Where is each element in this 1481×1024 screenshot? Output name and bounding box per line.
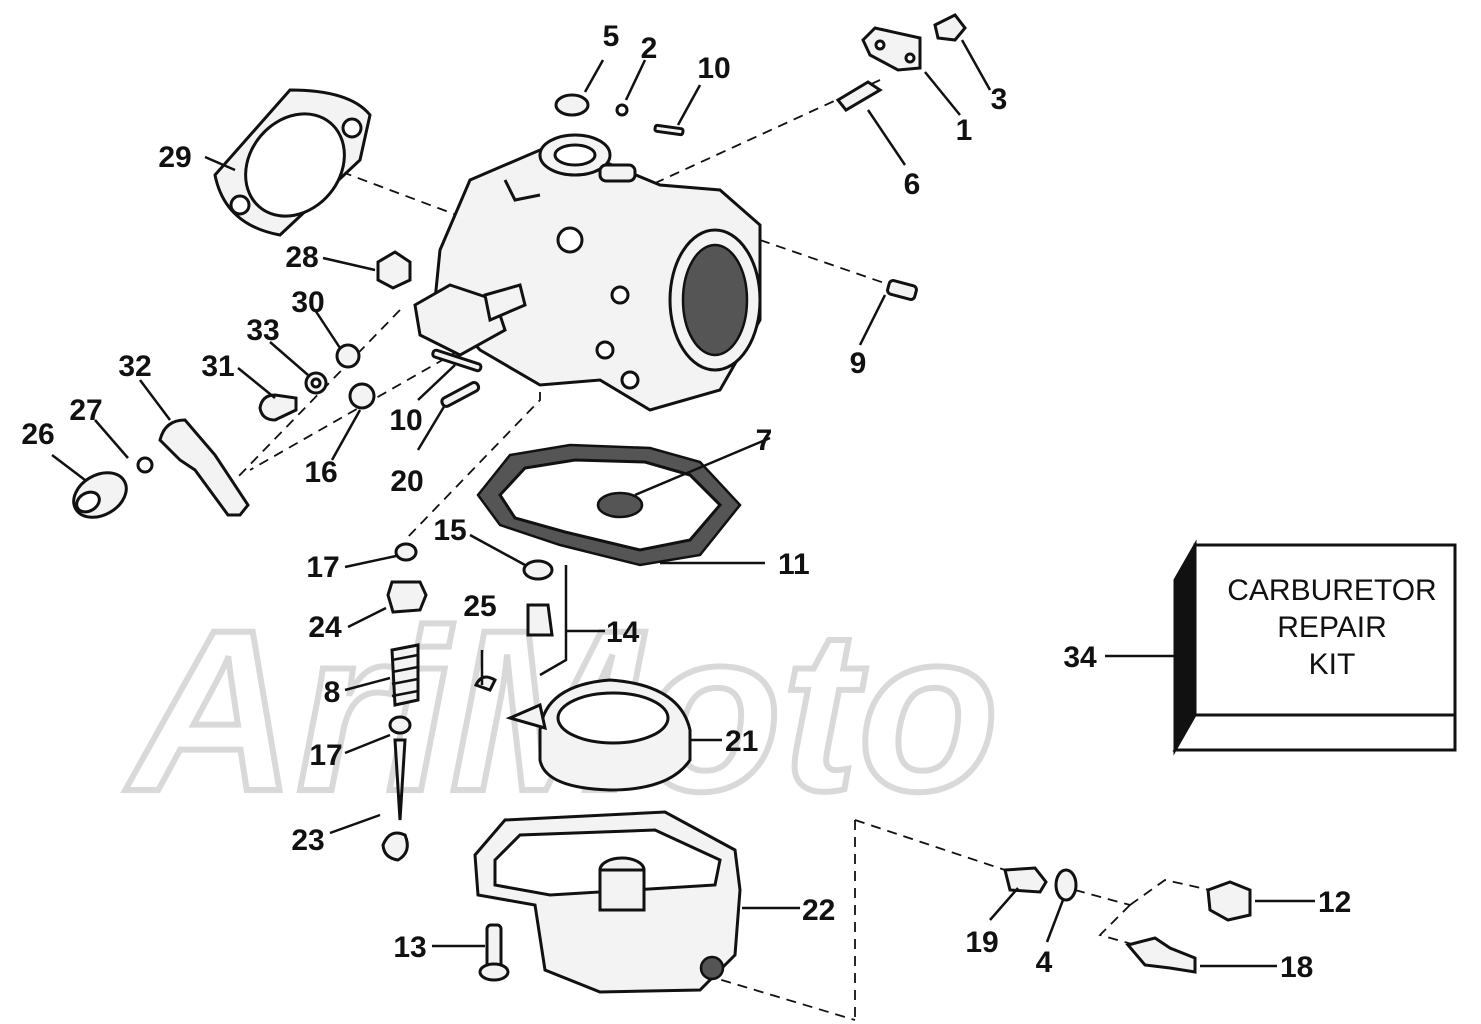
callout-15: 15: [433, 514, 466, 547]
callout-20: 20: [390, 465, 423, 498]
washer-part-15: [522, 559, 554, 581]
callout-10-upper: 10: [697, 52, 730, 85]
callout-31: 31: [201, 350, 234, 383]
callout-27: 27: [69, 394, 102, 427]
needle-valve-stack: [381, 542, 554, 862]
fitting-part-24: [386, 580, 428, 614]
lever-part-32: [158, 418, 250, 517]
screw-part-13: [478, 923, 510, 982]
callout-16: 16: [304, 456, 337, 489]
bowl-gasket: [476, 443, 742, 567]
callout-24: 24: [308, 611, 342, 644]
callout-5: 5: [603, 20, 620, 53]
callout-9: 9: [850, 347, 867, 380]
callout-7: 7: [756, 424, 773, 457]
needle-part-14: [526, 603, 554, 637]
washer-part-4: [1054, 868, 1078, 902]
pin-part-10b: [431, 348, 483, 373]
callout-4: 4: [1036, 946, 1053, 979]
oring-part-27: [136, 456, 154, 474]
kit-label-line1: CARBURETOR: [1227, 574, 1436, 607]
flange-gasket: [213, 88, 372, 237]
repair-kit-box: CARBURETOR REPAIR KIT: [1172, 539, 1457, 756]
callout-1: 1: [956, 114, 973, 147]
needle-screw-part-23: [393, 738, 407, 821]
plug-part-5: [554, 93, 590, 117]
washer-part-16: [348, 382, 376, 410]
throttle-lever-group: [72, 418, 250, 519]
callout-19: 19: [965, 926, 998, 959]
callout-30: 30: [291, 286, 324, 319]
callout-33: 33: [246, 314, 279, 347]
leader-lines: [51, 39, 1315, 968]
screw-part-3: [933, 13, 967, 42]
callout-34: 34: [1063, 641, 1097, 674]
callout-26: 26: [21, 418, 54, 451]
kit-label-line3: KIT: [1309, 648, 1356, 681]
callout-21: 21: [725, 725, 758, 758]
callout-23: 23: [291, 824, 324, 857]
fitting-part-18: [1125, 936, 1197, 974]
callout-12: 12: [1318, 886, 1351, 919]
pin-part-6: [835, 80, 883, 112]
callout-13: 13: [393, 931, 426, 964]
callout-32: 32: [118, 350, 151, 383]
callout-8: 8: [324, 676, 341, 709]
screw-part-9: [886, 279, 918, 301]
callout-29: 29: [158, 141, 191, 174]
bracket-part-1: [861, 26, 922, 72]
float-bowl-part-22: [473, 810, 742, 994]
carburetor-body: [413, 133, 762, 412]
callout-18: 18: [1280, 951, 1313, 984]
callout-3: 3: [991, 83, 1008, 116]
screw-part-31: [258, 393, 298, 422]
screw-part-12: [1206, 880, 1252, 922]
screw-part-20: [440, 380, 481, 408]
callout-numbers: 5 2 10 3 1 6 29 28 30 33 31 32 27 26 9 1…: [21, 20, 1351, 984]
callout-22: 22: [802, 894, 835, 927]
callout-28: 28: [285, 241, 318, 274]
callout-2: 2: [641, 32, 658, 65]
ball-part-2: [615, 103, 629, 117]
seal-part-7: [596, 491, 644, 519]
oring-part-17b: [388, 715, 412, 735]
callout-17-upper: 17: [306, 551, 339, 584]
callout-11: 11: [778, 548, 810, 581]
callout-10-lower: 10: [389, 404, 422, 437]
callout-14: 14: [606, 616, 640, 649]
kit-label-line2: REPAIR: [1277, 611, 1386, 644]
pin-part-10: [653, 123, 685, 137]
upper-small-parts: [258, 13, 967, 422]
float-part-21: [505, 678, 692, 792]
oring-part-17a: [394, 542, 418, 562]
screw-part-19: [1003, 866, 1048, 894]
callout-17-lower: 17: [309, 739, 342, 772]
lockwasher-part-30: [335, 343, 361, 369]
callout-25: 25: [463, 590, 496, 623]
drain-parts: [1003, 866, 1252, 974]
nut-part-28: [376, 250, 412, 290]
callout-6: 6: [904, 168, 921, 201]
